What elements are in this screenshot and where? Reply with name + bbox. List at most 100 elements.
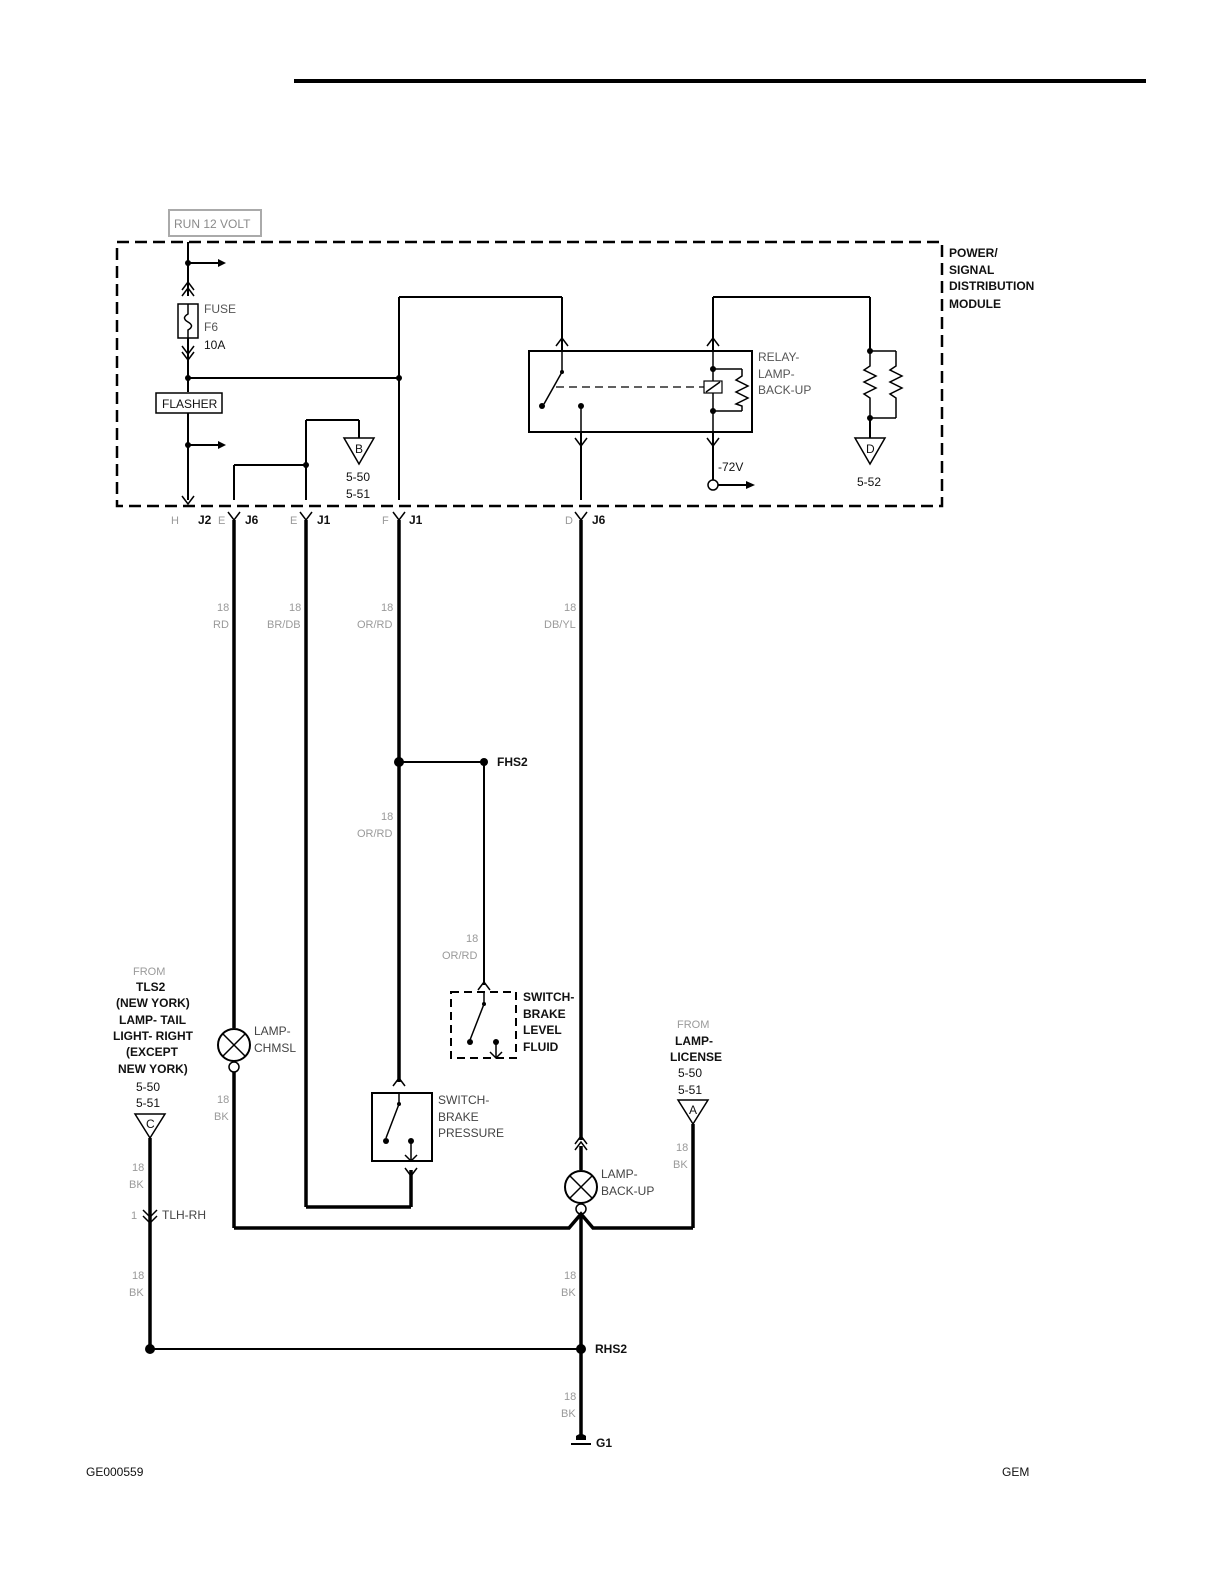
svg-text:NEW YORK): NEW YORK): [118, 1062, 188, 1076]
svg-text:BK: BK: [673, 1159, 688, 1171]
svg-text:DISTRIBUTION: DISTRIBUTION: [949, 279, 1034, 293]
flasher-label: FLASHER: [162, 397, 218, 411]
feed-column: FLASHER: [155, 242, 226, 506]
module-boundary: [115, 240, 944, 508]
lamp-back-up: [564, 1170, 598, 1215]
svg-text:BACK-UP: BACK-UP: [758, 383, 811, 397]
ground-g1: G1: [571, 1434, 612, 1450]
switch-brake-level-fluid: [450, 991, 517, 1060]
wire-label-or-rd-2: 18 OR/RD: [357, 811, 393, 840]
voltage-terminal: [707, 479, 719, 491]
connector-e-j6: E J6: [218, 511, 259, 527]
svg-text:MODULE: MODULE: [949, 297, 1001, 311]
svg-text:E: E: [218, 515, 225, 527]
svg-text:DB/YL: DB/YL: [544, 619, 576, 631]
svg-text:CHMSL: CHMSL: [254, 1041, 296, 1055]
svg-text:BRAKE: BRAKE: [523, 1007, 566, 1021]
svg-text:POWER/: POWER/: [949, 246, 998, 260]
svg-text:J6: J6: [592, 513, 606, 527]
svg-text:LAMP- TAIL: LAMP- TAIL: [119, 1013, 186, 1027]
module-name: POWER/ SIGNAL DISTRIBUTION MODULE: [949, 246, 1034, 311]
svg-text:J2: J2: [198, 513, 212, 527]
svg-text:RD: RD: [213, 619, 229, 631]
lamp-chmsl: [217, 1028, 251, 1073]
footer-left: GE000559: [86, 1465, 144, 1479]
wire-label-or-rd: 18 OR/RD: [357, 602, 393, 631]
svg-text:PRESSURE: PRESSURE: [438, 1126, 504, 1140]
svg-text:OR/RD: OR/RD: [357, 828, 393, 840]
connector-d-j6: D J6: [565, 511, 606, 527]
ground-bus: [234, 1211, 693, 1230]
svg-text:18: 18: [217, 1094, 229, 1106]
svg-text:18: 18: [132, 1162, 144, 1174]
svg-text:18: 18: [466, 933, 478, 945]
svg-text:18: 18: [289, 602, 301, 614]
svg-text:OR/RD: OR/RD: [357, 619, 393, 631]
svg-text:J1: J1: [317, 513, 331, 527]
svg-text:5-51: 5-51: [346, 487, 370, 501]
svg-text:18: 18: [676, 1142, 688, 1154]
svg-text:LIGHT- RIGHT: LIGHT- RIGHT: [113, 1029, 194, 1043]
ref-d: D 5-52: [853, 437, 887, 489]
svg-text:C: C: [146, 1117, 155, 1131]
relay-label: RELAY- LAMP- BACK-UP: [758, 350, 811, 397]
wire-label-or-rd-3: 18 OR/RD: [442, 933, 478, 962]
svg-text:E: E: [290, 515, 297, 527]
splice-fhs2-label: FHS2: [497, 755, 528, 769]
svg-text:BK: BK: [129, 1287, 144, 1299]
fuse-label: FUSE F6 10A: [204, 302, 236, 352]
svg-text:TLS2: TLS2: [136, 980, 166, 994]
relay-lamp-backup: [528, 350, 753, 433]
svg-text:10A: 10A: [204, 338, 225, 352]
svg-text:18: 18: [132, 1270, 144, 1282]
run-12-volt-label: RUN 12 VOLT: [174, 217, 251, 231]
wire-label-bk-chmsl: 18 BK: [214, 1094, 229, 1123]
svg-text:18: 18: [217, 602, 229, 614]
splice-rhs2-label: RHS2: [595, 1342, 627, 1356]
svg-text:(EXCEPT: (EXCEPT: [126, 1045, 179, 1059]
svg-text:H: H: [171, 515, 179, 527]
resistor-pair: [862, 297, 904, 438]
wire-label-bk-c: 18 BK: [129, 1162, 144, 1191]
voltage-label: -72V: [718, 460, 743, 474]
svg-text:FROM: FROM: [677, 1019, 709, 1031]
svg-text:LICENSE: LICENSE: [670, 1050, 722, 1064]
svg-text:RELAY-: RELAY-: [758, 350, 799, 364]
svg-text:LAMP-: LAMP-: [675, 1034, 713, 1048]
wire-label-bk-tlh: 18 BK: [129, 1270, 144, 1299]
connector-e-j1: E J1: [290, 511, 331, 527]
svg-text:FUSE: FUSE: [204, 302, 236, 316]
svg-text:BK: BK: [561, 1287, 576, 1299]
svg-text:B: B: [355, 442, 363, 456]
svg-text:G1: G1: [596, 1436, 612, 1450]
svg-text:18: 18: [564, 602, 576, 614]
svg-text:FROM: FROM: [133, 966, 165, 978]
svg-text:18: 18: [381, 602, 393, 614]
svg-text:OR/RD: OR/RD: [442, 950, 478, 962]
svg-text:BK: BK: [214, 1111, 229, 1123]
svg-text:5-52: 5-52: [857, 475, 881, 489]
svg-text:SWITCH-: SWITCH-: [523, 990, 574, 1004]
svg-text:D: D: [866, 442, 875, 456]
ref-b: B 5-50 5-51: [342, 437, 376, 501]
run-12-volt-box: RUN 12 VOLT: [168, 209, 262, 237]
svg-text:LAMP-: LAMP-: [254, 1024, 291, 1038]
svg-text:BK: BK: [129, 1179, 144, 1191]
svg-text:5-50: 5-50: [678, 1066, 702, 1080]
svg-text:D: D: [565, 515, 573, 527]
svg-text:BR/DB: BR/DB: [267, 619, 301, 631]
svg-text:(NEW YORK): (NEW YORK): [116, 996, 190, 1010]
lamp-chmsl-label: LAMP- CHMSL: [254, 1024, 296, 1055]
wire-label-br-db: 18 BR/DB: [267, 602, 301, 631]
svg-text:J6: J6: [245, 513, 259, 527]
svg-text:FLUID: FLUID: [523, 1040, 559, 1054]
from-tls2: FROM TLS2 (NEW YORK) LAMP- TAIL LIGHT- R…: [113, 966, 194, 1140]
svg-text:1: 1: [131, 1210, 137, 1222]
switch-brake-pressure-label: SWITCH- BRAKE PRESSURE: [438, 1093, 504, 1140]
wire-label-rd: 18 RD: [213, 602, 229, 631]
svg-text:SWITCH-: SWITCH-: [438, 1093, 489, 1107]
svg-text:18: 18: [381, 811, 393, 823]
svg-text:18: 18: [564, 1391, 576, 1403]
svg-text:5-50: 5-50: [136, 1080, 160, 1094]
